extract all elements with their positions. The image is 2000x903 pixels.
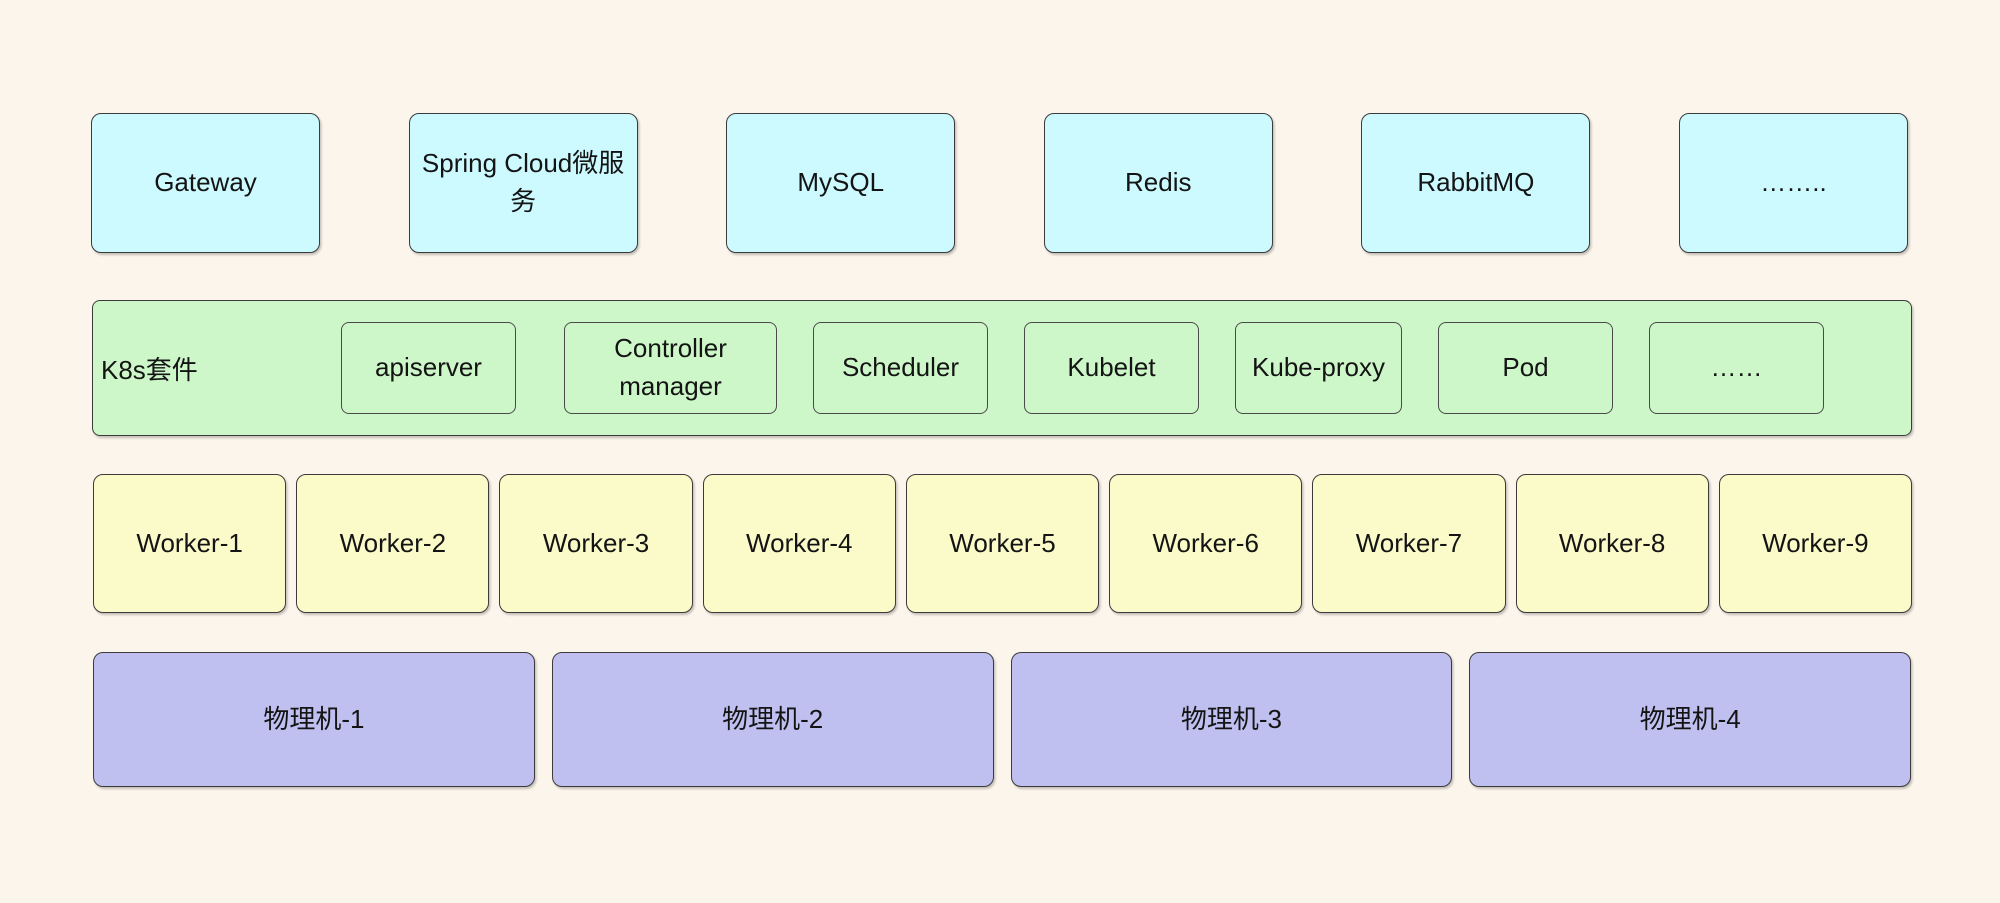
k8s-band-boxes: apiserver Controller manager Scheduler K… [341, 322, 1824, 414]
box-redis: Redis [1043, 113, 1273, 253]
k8s-band-title: K8s套件 [101, 354, 198, 385]
box-services-ellipsis: …….. [1678, 113, 1908, 253]
box-rabbitmq: RabbitMQ [1361, 113, 1591, 253]
box-pod: Pod [1438, 322, 1613, 414]
box-physical-machine-4: 物理机-4 [1469, 652, 1911, 787]
services-row: Gateway Spring Cloud微服务 MySQL Redis Rabb… [91, 113, 1908, 253]
box-worker-5: Worker-5 [905, 474, 1100, 613]
box-gateway: Gateway [91, 113, 320, 253]
box-worker-4: Worker-4 [702, 474, 896, 613]
box-mysql: MySQL [726, 113, 956, 253]
box-apiserver: apiserver [341, 322, 516, 414]
box-worker-2: Worker-2 [296, 474, 490, 613]
box-controller-manager: Controller manager [564, 322, 777, 414]
workers-row: Worker-1 Worker-2 Worker-3 Worker-4 Work… [93, 474, 1912, 613]
box-kube-proxy: Kube-proxy [1235, 322, 1402, 414]
box-worker-9: Worker-9 [1718, 474, 1912, 613]
box-worker-1: Worker-1 [93, 474, 287, 613]
machines-row: 物理机-1 物理机-2 物理机-3 物理机-4 [93, 652, 1911, 787]
box-scheduler: Scheduler [813, 322, 988, 414]
k8s-band: K8s套件 apiserver Controller manager Sched… [92, 300, 1912, 436]
box-k8s-ellipsis: …… [1649, 322, 1824, 414]
box-worker-3: Worker-3 [499, 474, 693, 613]
box-physical-machine-3: 物理机-3 [1010, 652, 1453, 787]
box-physical-machine-2: 物理机-2 [551, 652, 994, 787]
box-worker-6: Worker-6 [1109, 474, 1303, 613]
box-worker-7: Worker-7 [1312, 474, 1506, 613]
box-physical-machine-1: 物理机-1 [93, 652, 535, 787]
box-worker-8: Worker-8 [1515, 474, 1709, 613]
box-spring-cloud-microservices: Spring Cloud微服务 [408, 113, 638, 253]
box-kubelet: Kubelet [1024, 322, 1199, 414]
